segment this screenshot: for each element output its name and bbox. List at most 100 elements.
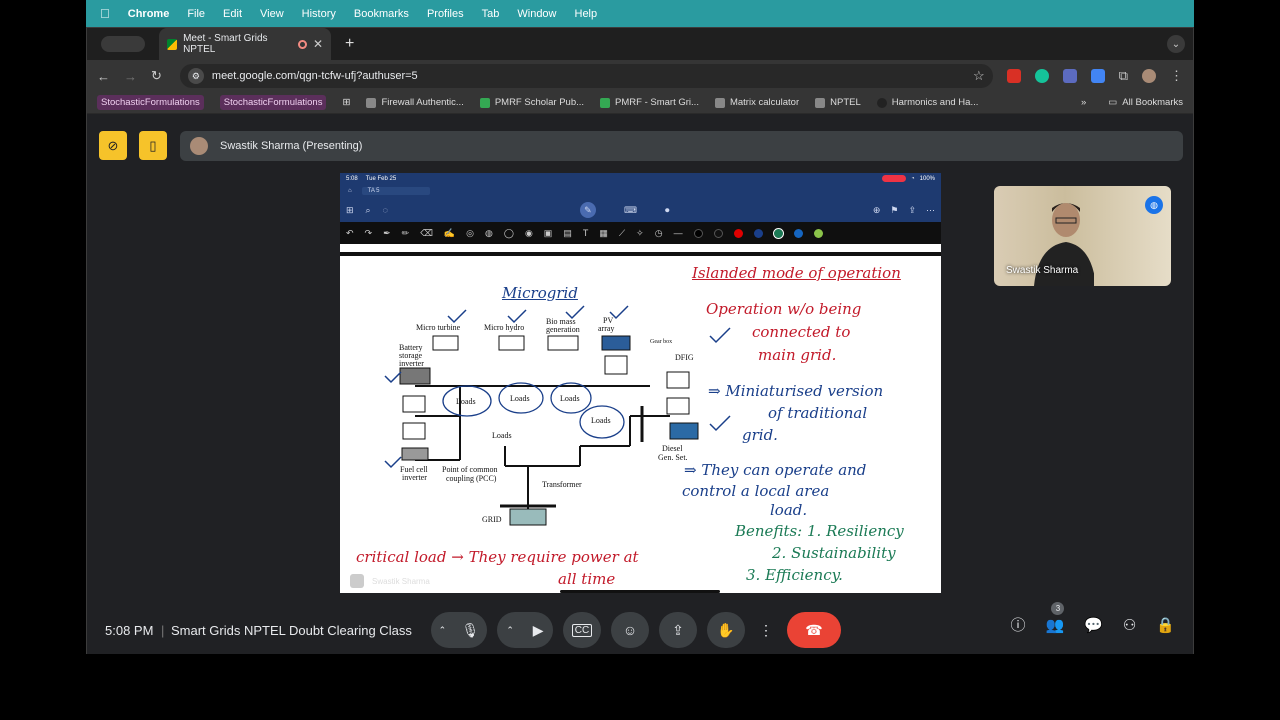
sticker-icon[interactable]: ▣: [543, 227, 553, 238]
keyboard-icon[interactable]: ⌨: [623, 204, 637, 215]
close-tab-icon[interactable]: ✕: [312, 37, 323, 51]
more-icon[interactable]: ⋯: [926, 204, 935, 215]
bookmark-matrix-calculator[interactable]: Matrix calculator: [714, 97, 799, 108]
host-controls-icon[interactable]: 🔒: [1156, 616, 1175, 634]
color-swatch-navy[interactable]: [753, 228, 763, 238]
text-icon[interactable]: T: [582, 228, 589, 238]
bookmark-nptel[interactable]: NPTEL: [815, 97, 861, 108]
menu-file[interactable]: File: [177, 7, 205, 20]
ruler-icon[interactable]: ⟋: [618, 227, 626, 238]
image-icon[interactable]: ▤: [563, 227, 572, 238]
lasso-icon[interactable]: ◌: [382, 205, 388, 215]
captions-button[interactable]: CC: [563, 612, 601, 648]
bookmark-star-icon[interactable]: ☆: [973, 68, 985, 83]
shape-icon[interactable]: ◎: [466, 227, 474, 238]
note-canvas[interactable]: Micro turbine Micro hydro Bio mass gener…: [340, 252, 941, 593]
apple-icon[interactable]: : [100, 6, 110, 21]
new-tab-icon[interactable]: +: [345, 35, 355, 52]
address-bar[interactable]: ⚙ meet.google.com/qgn-tcfw-ufj?authuser=…: [179, 64, 993, 88]
menubar-app-name[interactable]: Chrome: [118, 7, 170, 20]
pencil-icon[interactable]: ✏: [401, 227, 410, 238]
tab-group-pill[interactable]: [101, 36, 145, 52]
present-screen-button[interactable]: ⇪: [659, 612, 697, 648]
pen-tool-icon[interactable]: ✒: [383, 227, 391, 238]
timer-icon[interactable]: ◷: [654, 227, 663, 238]
meet-stage: ⊘ ▯ Swastik Sharma (Presenting) 5:08 Tue…: [87, 120, 1193, 654]
bookmark-harmonics[interactable]: Harmonics and Ha...: [876, 97, 978, 108]
bookmark-stochastic-2[interactable]: StochasticFormulations: [219, 95, 327, 110]
chat-icon[interactable]: 💬: [1084, 616, 1103, 634]
menu-history[interactable]: History: [291, 7, 336, 20]
color-swatch-black[interactable]: [693, 228, 703, 238]
color-swatch-blue[interactable]: [793, 228, 803, 238]
photo-icon[interactable]: ▦: [599, 227, 608, 238]
people-button[interactable]: 👥 3: [1045, 601, 1065, 634]
chevron-up-icon[interactable]: ⌃: [438, 624, 447, 635]
stop-presenting-button[interactable]: ⊘: [99, 131, 127, 160]
emoji-button[interactable]: ☺: [611, 612, 649, 648]
site-info-icon[interactable]: ⚙: [187, 68, 204, 84]
menu-profiles[interactable]: Profiles: [417, 7, 464, 20]
menu-bookmarks[interactable]: Bookmarks: [344, 7, 409, 20]
pen-mode-icon[interactable]: ✎: [579, 202, 596, 218]
color-swatch-lime[interactable]: [813, 228, 823, 238]
back-arrow-icon[interactable]: ←: [97, 68, 110, 84]
bookmark-pmrf-smart-grid[interactable]: PMRF - Smart Gri...: [600, 97, 699, 108]
bookmark-stochastic-1[interactable]: StochasticFormulations: [97, 95, 204, 110]
thickness-icon[interactable]: —: [673, 228, 683, 238]
extension-grammarly-icon[interactable]: [1034, 69, 1049, 83]
apps-grid-icon[interactable]: ⊞: [342, 97, 351, 108]
select-icon[interactable]: ◯: [503, 227, 514, 238]
chevron-up-icon[interactable]: ⌃: [506, 624, 514, 635]
label-gear-box: Gear box: [650, 339, 672, 345]
present-options-button[interactable]: ▯: [139, 131, 167, 160]
tab-meet[interactable]: Meet - Smart Grids NPTEL ✕: [159, 28, 331, 60]
activities-icon[interactable]: ⚇: [1122, 616, 1137, 634]
color-swatch-dark[interactable]: [713, 228, 723, 238]
add-page-icon[interactable]: ⊕: [872, 204, 881, 215]
more-bookmarks-icon[interactable]: »: [1081, 97, 1087, 108]
undo-icon[interactable]: ↶: [346, 227, 354, 238]
share-icon[interactable]: ⇪: [908, 204, 916, 215]
raise-hand-button[interactable]: ✋: [707, 612, 745, 648]
laser-icon[interactable]: ◉: [524, 227, 533, 238]
all-bookmarks-folder[interactable]: ▭All Bookmarks: [1108, 97, 1183, 108]
more-options-button[interactable]: ⋮: [755, 612, 777, 648]
forward-arrow-icon[interactable]: →: [124, 68, 137, 84]
home-icon[interactable]: ⌂: [348, 188, 352, 194]
meeting-info-icon[interactable]: ⓘ: [1010, 617, 1026, 634]
camera-button[interactable]: ⌃▶: [497, 612, 553, 648]
reload-icon[interactable]: ↻: [151, 68, 162, 83]
highlighter-icon[interactable]: ✍: [443, 227, 456, 238]
magic-icon[interactable]: ✧: [636, 227, 644, 238]
notes-tab[interactable]: TA 5: [361, 187, 430, 195]
color-swatch-red[interactable]: [733, 228, 743, 238]
search-icon[interactable]: ⌕: [365, 204, 371, 215]
lasso-tool-icon[interactable]: ◍: [485, 227, 493, 238]
participant-tile[interactable]: ◍ Swastik Sharma: [994, 186, 1171, 286]
profile-avatar[interactable]: [1142, 69, 1156, 83]
url-text[interactable]: meet.google.com/qgn-tcfw-ufj?authuser=5: [211, 70, 418, 82]
menu-help[interactable]: Help: [564, 7, 598, 20]
bookmark-pmrf-scholar[interactable]: PMRF Scholar Pub...: [479, 97, 584, 108]
menu-edit[interactable]: Edit: [213, 7, 242, 20]
extension-puzzle-blue-icon[interactable]: [1090, 69, 1105, 83]
chrome-menu-icon[interactable]: ⋮: [1170, 68, 1183, 83]
leave-call-button[interactable]: ☎: [787, 612, 841, 648]
menu-window[interactable]: Window: [507, 7, 556, 20]
menu-view[interactable]: View: [250, 7, 284, 20]
note-point3c: load.: [770, 501, 808, 519]
extensions-puzzle-icon[interactable]: ⧉: [1118, 68, 1128, 83]
menu-tab[interactable]: Tab: [471, 7, 500, 20]
grid-view-icon[interactable]: ⊞: [346, 204, 354, 215]
bookmark-icon[interactable]: ⚑: [890, 204, 899, 215]
eraser-icon[interactable]: ⌫: [420, 227, 433, 238]
tab-search-chevron-icon[interactable]: ⌄: [1167, 35, 1185, 53]
mic-icon[interactable]: ⏺: [664, 204, 670, 215]
extension-analytics-icon[interactable]: [1062, 69, 1077, 83]
bookmark-firewall[interactable]: Firewall Authentic...: [366, 97, 464, 108]
extension-shield-icon[interactable]: [1006, 69, 1021, 83]
color-swatch-green[interactable]: [772, 227, 784, 239]
redo-icon[interactable]: ↷: [364, 227, 373, 238]
mic-button[interactable]: ⌃🎙: [431, 612, 487, 648]
